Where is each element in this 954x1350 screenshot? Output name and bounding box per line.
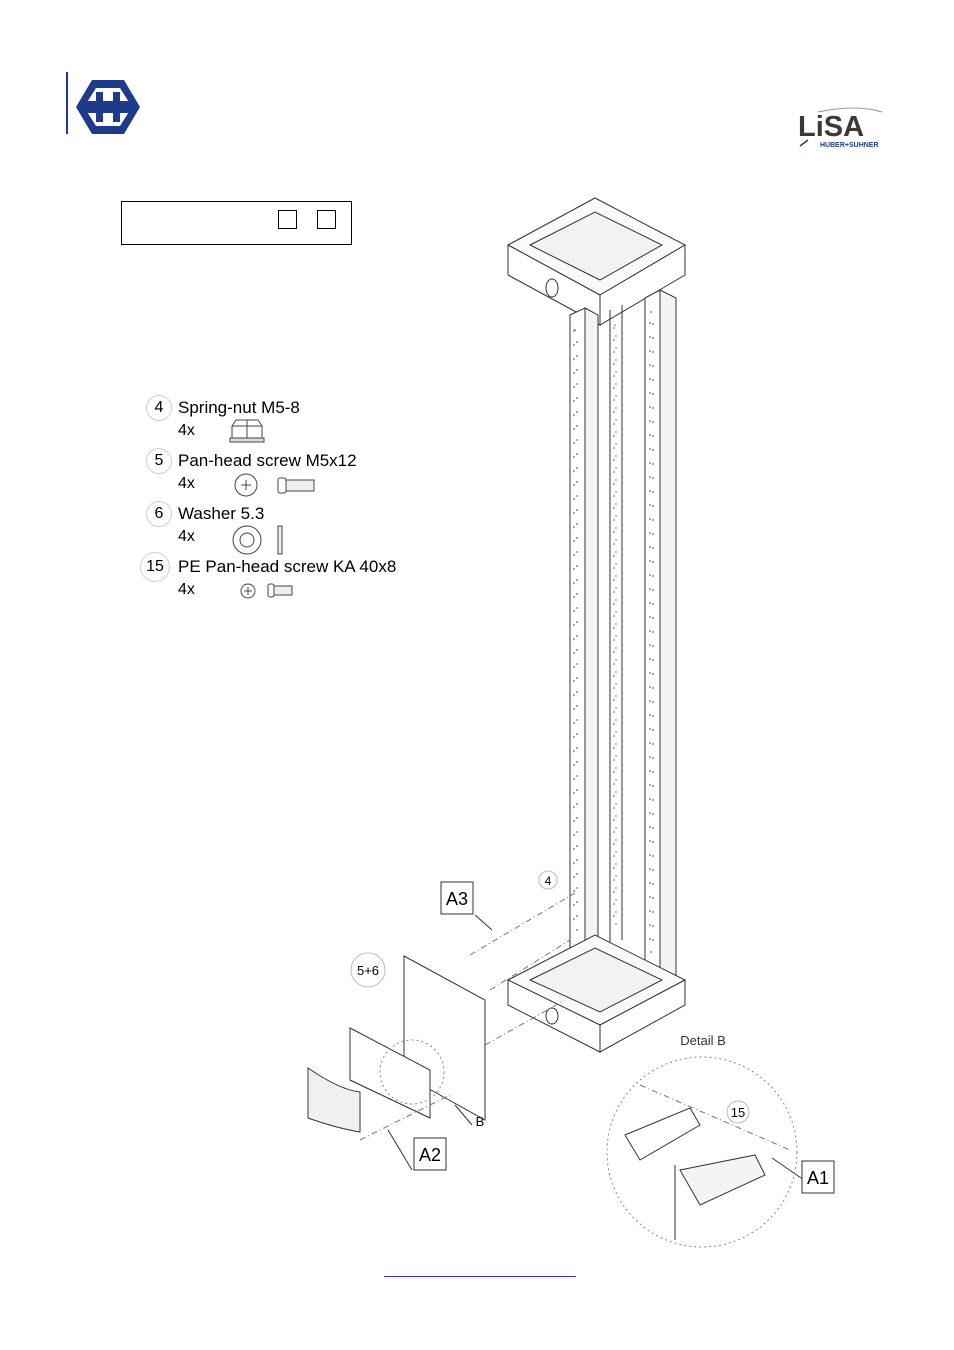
pan-head-screw-icon [234,473,315,497]
pe-screw-icon [240,583,293,599]
svg-text:4: 4 [545,874,552,888]
svg-text:A2: A2 [419,1145,441,1165]
footer-link[interactable] [384,1262,576,1277]
part-number: 6 [146,501,172,527]
part-qty: 4x [178,581,195,598]
part-name: Spring-nut M5-8 [178,398,300,417]
part-number: 15 [140,552,170,582]
step-box [121,201,352,245]
part-qty: 4x [178,422,195,439]
part-number: 5 [146,448,172,474]
label-b: B [476,1114,485,1129]
detail-b-title: Detail B [680,1033,726,1048]
lisa-logo-text: LiSA [798,111,864,143]
part-name: Washer 5.3 [178,504,265,523]
part-name: PE Pan-head screw KA 40x8 [178,557,397,576]
part-qty: 4x [178,475,195,492]
label-a2: A2 [413,1137,447,1171]
svg-text:5+6: 5+6 [357,963,379,978]
callout-5-6: 5+6 [350,952,386,988]
huber-suhner-logo: H [66,72,140,134]
label-a3: A3 [440,881,474,915]
spring-nut-icon [229,419,265,443]
part-qty: 4x [178,528,195,545]
svg-text:A3: A3 [446,889,468,909]
logo-letter: H [108,111,109,113]
lisa-sub-text: HUBER+SUHNER [820,142,879,149]
part-number: 4 [146,395,172,421]
callout-4: 4 [538,870,558,890]
washer-icon [232,525,283,555]
svg-text:15: 15 [731,1105,745,1120]
lisa-logo: LiSA HUBER+SUHNER [798,107,883,149]
part-icons [229,419,315,599]
checkbox-1[interactable] [278,210,297,229]
svg-text:A1: A1 [807,1168,829,1188]
label-a1: A1 [801,1160,835,1194]
callout-15: 15 [726,1100,750,1124]
part-name: Pan-head screw M5x12 [178,451,357,470]
checkbox-2[interactable] [317,210,336,229]
